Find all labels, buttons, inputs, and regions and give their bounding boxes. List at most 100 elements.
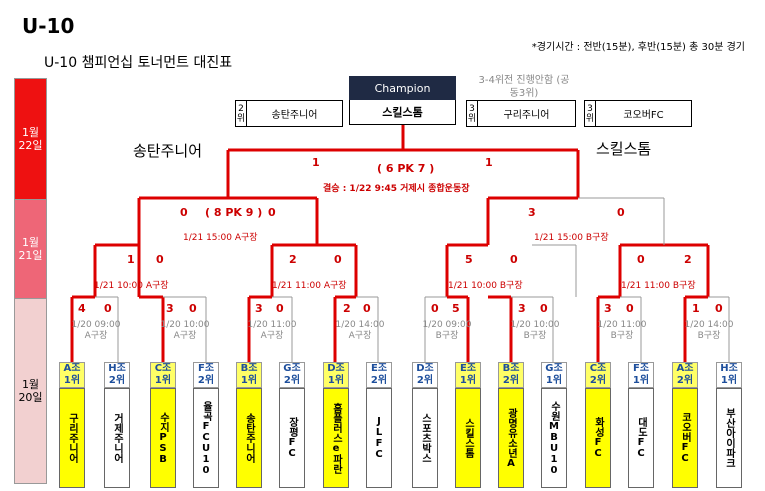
day-label-jan20: 1월20일 (14, 298, 47, 484)
r16-1-left-score: 4 (78, 302, 86, 315)
third-place-name-a: 구리주니어 (503, 110, 550, 121)
qf3-left-score: 5 (465, 253, 473, 266)
r16-2-right-score: 0 (189, 302, 197, 315)
r16-2-info: 1/20 10:00 A구장 (160, 320, 210, 341)
r16-5-left-score: 0 (431, 302, 439, 315)
final-left-score: 1 (312, 156, 320, 169)
semi2-left-score: 3 (528, 206, 536, 219)
r16-8-right-score: 0 (715, 302, 723, 315)
team-name: 홈플러스e파란 (323, 388, 349, 488)
runner-up-name: 송탄주니어 (271, 110, 318, 121)
final-pk-score: ( 6 PK 7 ) (377, 162, 435, 175)
r16-4-left-score: 2 (343, 302, 351, 315)
qf2-right-score: 0 (334, 253, 342, 266)
r16-2-left-score: 3 (166, 302, 174, 315)
team-name: 화성FC (585, 388, 611, 488)
match-time-note: *경기시간 : 전반(15분), 후반(15분) 총 30분 경기 (531, 42, 745, 53)
r16-7-right-score: 0 (626, 302, 634, 315)
final-right-team: 스킬스톰 (596, 140, 652, 158)
team-name: 율곡FCU10 (193, 388, 219, 488)
champion-name: 스킬스톰 (349, 100, 456, 125)
qf4-left-score: 0 (637, 253, 645, 266)
r16-8-left-score: 1 (692, 302, 700, 315)
team-name: 스킬스톰 (455, 388, 481, 488)
r16-6-left-score: 3 (518, 302, 526, 315)
r16-1-right-score: 0 (104, 302, 112, 315)
winner-paths (70, 125, 710, 362)
r16-3-info: 1/20 11:00 A구장 (247, 320, 297, 341)
third-place-note: 3-4위전 진행안함 (공동3위) (478, 75, 570, 99)
team-name: 광명유소년A (498, 388, 524, 488)
semi1-info: 1/21 15:00 A구장 (183, 233, 258, 243)
final-info: 결승 : 1/22 9:45 거제시 종합운동장 (323, 184, 470, 194)
team-name: 수지PSB (150, 388, 176, 488)
qf1-right-score: 0 (156, 253, 164, 266)
champion-header: Champion (349, 76, 456, 100)
day-label-jan21: 1월21일 (14, 199, 47, 299)
third-place-name-b: 코오버FC (623, 110, 664, 121)
r16-5-right-score: 5 (452, 302, 460, 315)
final-right-score: 1 (485, 156, 493, 169)
r16-7-left-score: 3 (604, 302, 612, 315)
qf2-left-score: 2 (289, 253, 297, 266)
r16-3-left-score: 3 (255, 302, 263, 315)
team-name: 수원MBU10 (541, 388, 567, 488)
team-name: 구리주니어 (59, 388, 85, 488)
day-label-jan22: 1월22일 (14, 78, 47, 200)
qf1-left-score: 1 (127, 253, 135, 266)
team-name: 장평FC (279, 388, 305, 488)
r16-4-right-score: 0 (363, 302, 371, 315)
page-title: U-10 (22, 14, 75, 38)
semi1-left-score: 0 (180, 206, 188, 219)
final-left-team: 송탄주니어 (133, 142, 203, 160)
r16-6-info: 1/20 10:00 B구장 (510, 320, 560, 341)
team-name: 거제주니어 (104, 388, 130, 488)
r16-6-right-score: 0 (540, 302, 548, 315)
team-name: 부산아이파크 (716, 388, 742, 488)
r16-7-info: 1/20 11:00 B구장 (597, 320, 647, 341)
qf4-info: 1/21 11:00 B구장 (621, 281, 696, 291)
qf3-right-score: 0 (510, 253, 518, 266)
r16-8-info: 1/20 14:00 B구장 (684, 320, 734, 341)
qf1-info: 1/21 10:00 A구장 (94, 281, 169, 291)
r16-5-info: 1/20 09:00 B구장 (422, 320, 472, 341)
team-name: 코오버FC (672, 388, 698, 488)
qf4-right-score: 2 (684, 253, 692, 266)
qf3-info: 1/21 10:00 B구장 (448, 281, 523, 291)
team-name: 대도FC (628, 388, 654, 488)
team-name: JLFC (366, 388, 392, 488)
loser-paths (95, 197, 730, 362)
team-name: 송탄주니어 (236, 388, 262, 488)
r16-3-right-score: 0 (276, 302, 284, 315)
bracket-title: U-10 챔피언십 토너먼트 대진표 (44, 55, 233, 71)
team-name: 스포츠박스 (412, 388, 438, 488)
qf2-info: 1/21 11:00 A구장 (272, 281, 347, 291)
semi2-right-score: 0 (617, 206, 625, 219)
r16-4-info: 1/20 14:00 A구장 (335, 320, 385, 341)
semi1-right-score: 0 (268, 206, 276, 219)
semi1-pk: ( 8 PK 9 ) (205, 206, 263, 219)
